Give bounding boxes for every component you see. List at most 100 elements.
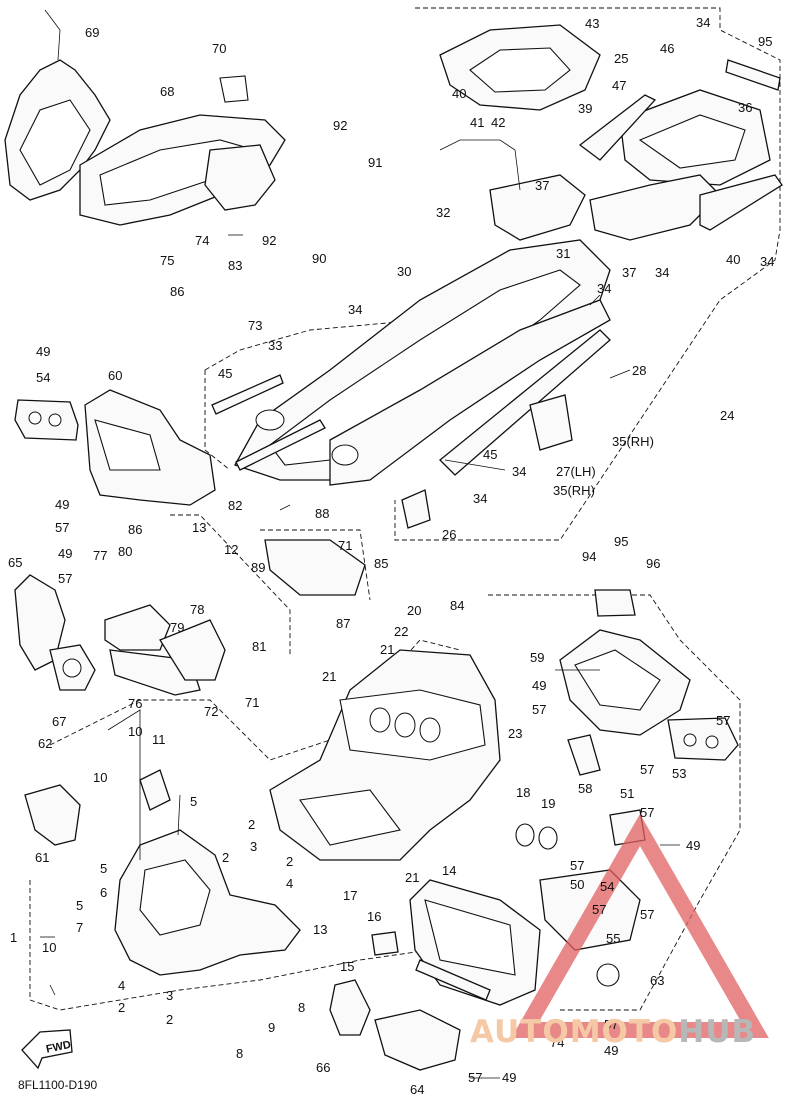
callout-93: 95 [758, 34, 772, 49]
callout-56b: 57 [58, 571, 72, 586]
callout-96: 96 [646, 556, 660, 571]
watermark-text-a: AUTOMOTO [470, 1014, 679, 1050]
callout-21a: 21 [380, 642, 394, 657]
callout-59: 59 [530, 650, 544, 665]
callout-56d: 57 [716, 713, 730, 728]
callout-94: 94 [582, 549, 596, 564]
callout-49e: 49 [686, 838, 700, 853]
callout-4b: 4 [118, 978, 125, 993]
callout-34a: 34 [348, 302, 362, 317]
callout-49g: 49 [502, 1070, 516, 1085]
main-tunnel-frame [211, 239, 611, 529]
callout-34c: 34 [655, 265, 669, 280]
callout-42: 41 [470, 115, 484, 130]
callout-52: 53 [672, 766, 686, 781]
callout-74: 74 [195, 233, 209, 248]
callout-80: 80 [118, 544, 132, 559]
callout-78: 78 [190, 602, 204, 617]
callout-63: 63 [650, 973, 664, 988]
watermark-triangle [511, 813, 769, 1038]
callout-18: 18 [516, 785, 530, 800]
callout-86a: 86 [170, 284, 184, 299]
callout-95: 95 [614, 534, 628, 549]
callout-8a: 8 [298, 1000, 305, 1015]
callout-60: 60 [108, 368, 122, 383]
callout-66: 66 [316, 1060, 330, 1075]
callout-34d: 34 [760, 254, 774, 269]
callout-71b: 71 [245, 695, 259, 710]
callout-17: 17 [343, 888, 357, 903]
callout-22: 22 [394, 624, 408, 639]
callout-34g: 34 [473, 491, 487, 506]
callout-41: 40 [452, 86, 466, 101]
callout-27lh: 27(LH) [556, 464, 596, 479]
callout-56e: 57 [640, 762, 654, 777]
callout-77: 77 [93, 548, 107, 563]
callout-9: 9 [268, 1020, 275, 1035]
callout-4a: 4 [286, 876, 293, 891]
callout-45: 45 [483, 447, 497, 462]
front-tower [14, 574, 301, 976]
callout-50: 50 [570, 877, 584, 892]
callout-89: 89 [251, 560, 265, 575]
callout-19: 19 [541, 796, 555, 811]
callout-3a: 3 [250, 839, 257, 854]
callout-75: 75 [160, 253, 174, 268]
callout-48: 47 [612, 78, 626, 93]
callout-38: 37 [535, 178, 549, 193]
callout-11: 11 [152, 732, 166, 747]
callout-15: 15 [340, 959, 354, 974]
callout-87: 87 [336, 616, 350, 631]
callout-62: 62 [38, 736, 52, 751]
fwd-arrow-icon: FWD [21, 1029, 73, 1070]
callout-7: 7 [76, 920, 83, 935]
callout-49b: 49 [55, 497, 69, 512]
callout-34e: 34 [597, 281, 611, 296]
callout-16: 16 [367, 909, 381, 924]
callout-40: 39 [578, 101, 592, 116]
callout-44: 43 [585, 16, 599, 31]
left-mid-brackets [14, 389, 366, 596]
callout-56c: 57 [532, 702, 546, 717]
right-side-brackets [329, 589, 739, 1071]
callout-46: 45 [218, 366, 232, 381]
callout-34f: 34 [512, 464, 526, 479]
callout-70: 70 [212, 41, 226, 56]
callout-69: 69 [85, 25, 99, 40]
callout-61: 61 [35, 850, 49, 865]
callout-39: 40 [726, 252, 740, 267]
callout-64: 64 [410, 1082, 424, 1097]
upper-rear-frame [439, 24, 783, 241]
callout-88: 88 [315, 506, 329, 521]
callout-2c: 2 [286, 854, 293, 869]
callout-81: 81 [252, 639, 266, 654]
callout-10c: 10 [42, 940, 56, 955]
callout-49c: 49 [58, 546, 72, 561]
callout-90: 90 [312, 251, 326, 266]
callout-14: 14 [442, 863, 456, 878]
callout-53: 54 [36, 370, 50, 385]
callout-21b: 21 [322, 669, 336, 684]
callout-6: 6 [100, 885, 107, 900]
callout-49d: 49 [532, 678, 546, 693]
callout-65: 65 [8, 555, 22, 570]
callout-8b: 8 [236, 1046, 243, 1061]
callout-73: 73 [248, 318, 262, 333]
engine-cradle [269, 649, 558, 1006]
callout-5a: 5 [190, 794, 197, 809]
callout-56h: 57 [592, 902, 606, 917]
callout-5c: 5 [76, 898, 83, 913]
callout-30: 30 [397, 264, 411, 279]
drawing-code: 8FL1100-D190 [18, 1078, 98, 1092]
callout-2b: 2 [222, 850, 229, 865]
callout-54: 54 [600, 879, 614, 894]
callout-10b: 10 [93, 770, 107, 785]
callout-36: 36 [738, 100, 752, 115]
leader-lines [40, 234, 680, 1079]
callout-2a: 2 [248, 817, 255, 832]
callout-23: 23 [508, 726, 522, 741]
callout-35rh: 35(RH) [553, 483, 595, 498]
callout-20: 20 [407, 603, 421, 618]
